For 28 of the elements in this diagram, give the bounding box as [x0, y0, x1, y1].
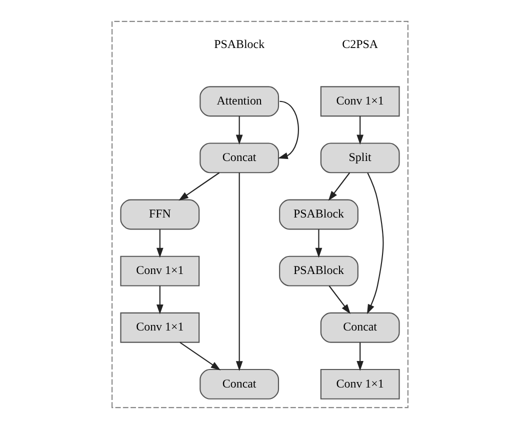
arrow [328, 286, 350, 314]
node-box: Conv 1×1 [320, 86, 400, 117]
node-box: PSABlock [278, 256, 358, 286]
arrow [277, 100, 298, 160]
arrow [366, 172, 384, 314]
node-box: Split [320, 142, 400, 174]
label: C2PSA [342, 36, 378, 51]
node-box: Conv 1×1 [120, 256, 200, 286]
node-box: Concat [199, 142, 279, 174]
arrow [235, 172, 242, 371]
arrow [356, 116, 364, 145]
node-box: Attention [199, 86, 279, 117]
node-box: Concat [199, 368, 279, 400]
arrow [178, 172, 220, 201]
arrow [314, 229, 322, 258]
node-box: Conv 1×1 [320, 368, 400, 400]
arrow [179, 342, 220, 370]
arrow [328, 172, 350, 201]
arrow [156, 286, 163, 314]
arrow [156, 229, 163, 258]
node-box: FFN [120, 199, 200, 230]
arrow [356, 342, 364, 371]
arrow [235, 116, 242, 145]
node-box: Conv 1×1 [120, 312, 200, 343]
cluster [111, 20, 408, 408]
node-box: PSABlock [278, 199, 358, 230]
label: PSABlock [214, 36, 264, 51]
node-box: Concat [320, 312, 400, 343]
